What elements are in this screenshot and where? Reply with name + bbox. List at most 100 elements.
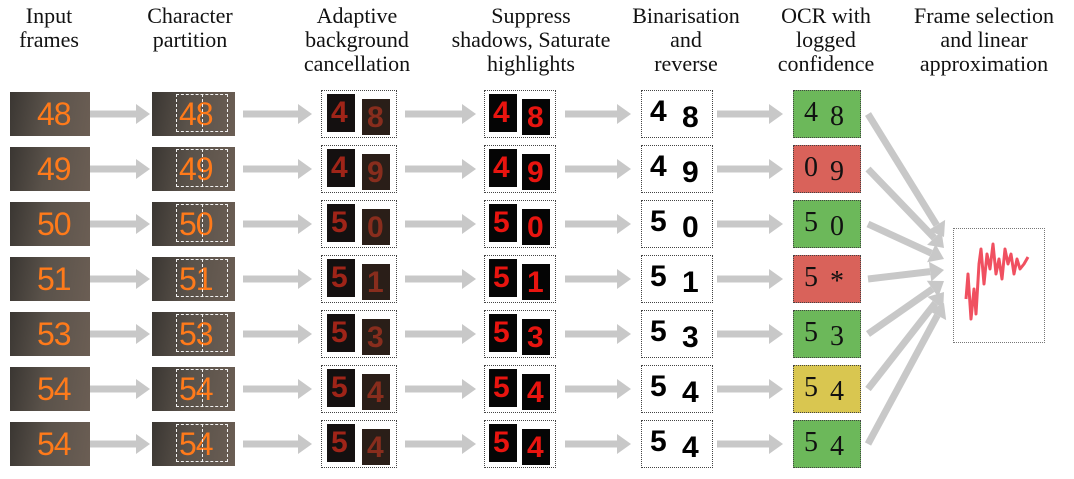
partition-divider [202,149,203,187]
arrow-binarisation-to-ocr [717,434,783,454]
ocr-digit-1: 5 [804,262,818,293]
cancelled-digit: 5 [331,426,348,459]
header-line: highlights [486,51,575,76]
saturated-digit: 4 [493,151,510,184]
ocr-digit-2: 8 [830,101,844,132]
partition-divider [202,369,203,407]
saturated-char-1: 5 [489,204,517,242]
arrow-input-to-partition [90,434,150,454]
arrow-input-to-partition [90,104,150,124]
arrow-binarisation-to-ocr [717,379,783,399]
cancelled-char-2: 3 [362,319,390,355]
header-line: logged [796,27,856,52]
arrow-ocr-to-selection [865,292,944,392]
cancelled-digit: 5 [331,371,348,404]
header-line: OCR with [781,3,871,28]
arrow-cancellation-to-saturation [405,379,476,399]
ocr-digit-2: 0 [830,211,844,242]
header-line: and [670,27,702,52]
cancelled-digit: 0 [367,211,384,244]
input-frame-thumbnail: 51 [10,257,90,301]
saturated-char-2: 0 [522,209,550,245]
cancelled-char-1: 5 [327,314,355,352]
cancelled-digit: 4 [331,151,348,184]
saturated-digit: 4 [493,96,510,129]
partition-thumbnail: 53 [152,312,235,356]
cancelled-digit: 3 [367,321,384,354]
cancelled-digit: 8 [367,101,384,134]
binarised-digit-1: 5 [650,370,667,403]
saturated-digit: 5 [493,371,510,404]
saturated-char-2: 4 [522,374,550,410]
arrow-ocr-to-selection [867,261,944,283]
input-frame-thumbnail: 54 [10,422,90,466]
header-line: confidence [777,51,875,76]
cancelled-digit: 5 [331,206,348,239]
partition-divider [202,314,203,352]
cancelled-digit: 4 [367,376,384,409]
binarised-digit-2: 9 [682,156,699,189]
ocr-digit-2: 4 [830,376,844,407]
saturated-char-2: 4 [522,429,550,465]
header-line: Frame selection [914,3,1054,28]
arrow-ocr-to-selection [865,112,946,237]
input-frame-thumbnail: 49 [10,147,90,191]
ocr-digit-2: 9 [830,156,844,187]
approximation-chart [953,228,1045,343]
binarised-digit-1: 5 [650,315,667,348]
partition-digits: 54 [179,426,214,462]
arrow-partition-to-cancellation [243,104,312,124]
saturated-digit: 0 [527,211,544,244]
partition-digits: 53 [179,316,214,352]
header-line: approximation [919,51,1049,76]
saturated-digit: 9 [527,156,544,189]
saturated-digit: 5 [493,261,510,294]
arrow-partition-to-cancellation [243,269,312,289]
arrow-cancellation-to-saturation [405,434,476,454]
saturated-char-1: 4 [489,94,517,132]
input-frame-digits: 53 [37,316,72,352]
cancelled-char-1: 5 [327,424,355,462]
binarised-digit-1: 5 [650,260,667,293]
saturated-char-2: 9 [522,154,550,190]
saturated-char-1: 5 [489,424,517,462]
header-line: Suppress [491,3,571,28]
input-frame-digits: 48 [37,96,72,132]
cancelled-char-2: 4 [362,374,390,410]
arrow-partition-to-cancellation [243,379,312,399]
arrow-partition-to-cancellation [243,159,312,179]
arrow-ocr-to-selection [865,166,944,248]
input-frame-thumbnail: 50 [10,202,90,246]
partition-thumbnail: 49 [152,147,235,191]
binarised-digit-2: 1 [682,266,699,299]
partition-thumbnail: 48 [152,92,235,136]
saturated-char-1: 5 [489,314,517,352]
arrow-saturation-to-binarisation [565,214,631,234]
saturated-char-2: 8 [522,99,550,135]
binarised-digit-1: 4 [650,150,667,183]
saturated-char-2: 3 [522,319,550,355]
cancelled-char-2: 8 [362,99,390,135]
cancelled-char-1: 5 [327,259,355,297]
approximation-trace [964,242,1030,321]
input-frame-digits: 49 [37,151,72,187]
ocr-digit-1: 5 [804,427,818,458]
